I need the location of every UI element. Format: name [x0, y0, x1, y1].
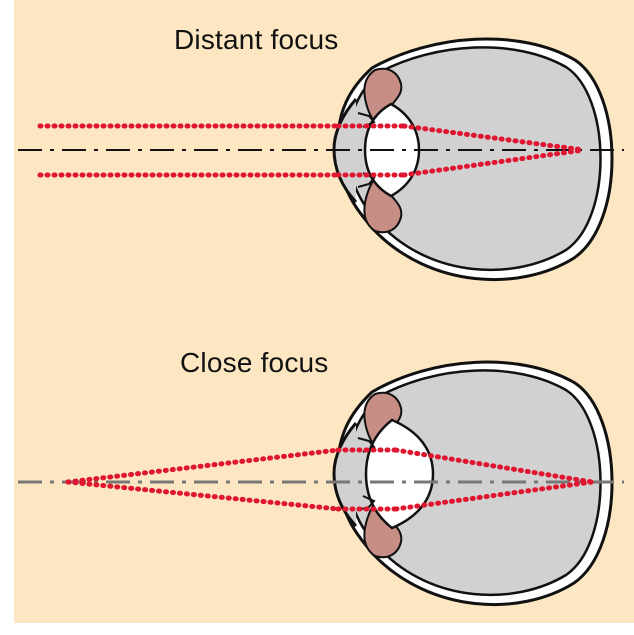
distant-focus-optics: [18, 123, 624, 178]
close-ray-lower-focus: [393, 479, 595, 512]
distant-focus-eye: [332, 37, 614, 281]
close-ray-upper-in: [65, 447, 341, 485]
close-focus-label: Close focus: [180, 347, 329, 378]
close-iris-lower: [357, 495, 376, 511]
close-ray-lower-in: [65, 479, 341, 512]
close-focus-optics: [18, 447, 624, 512]
close-ray-upper-focus: [393, 447, 595, 485]
distant-focus-label: Distant focus: [174, 24, 339, 55]
distant-ray-lower-focus: [401, 147, 587, 178]
distant-ray-upper-focus: [401, 123, 587, 153]
